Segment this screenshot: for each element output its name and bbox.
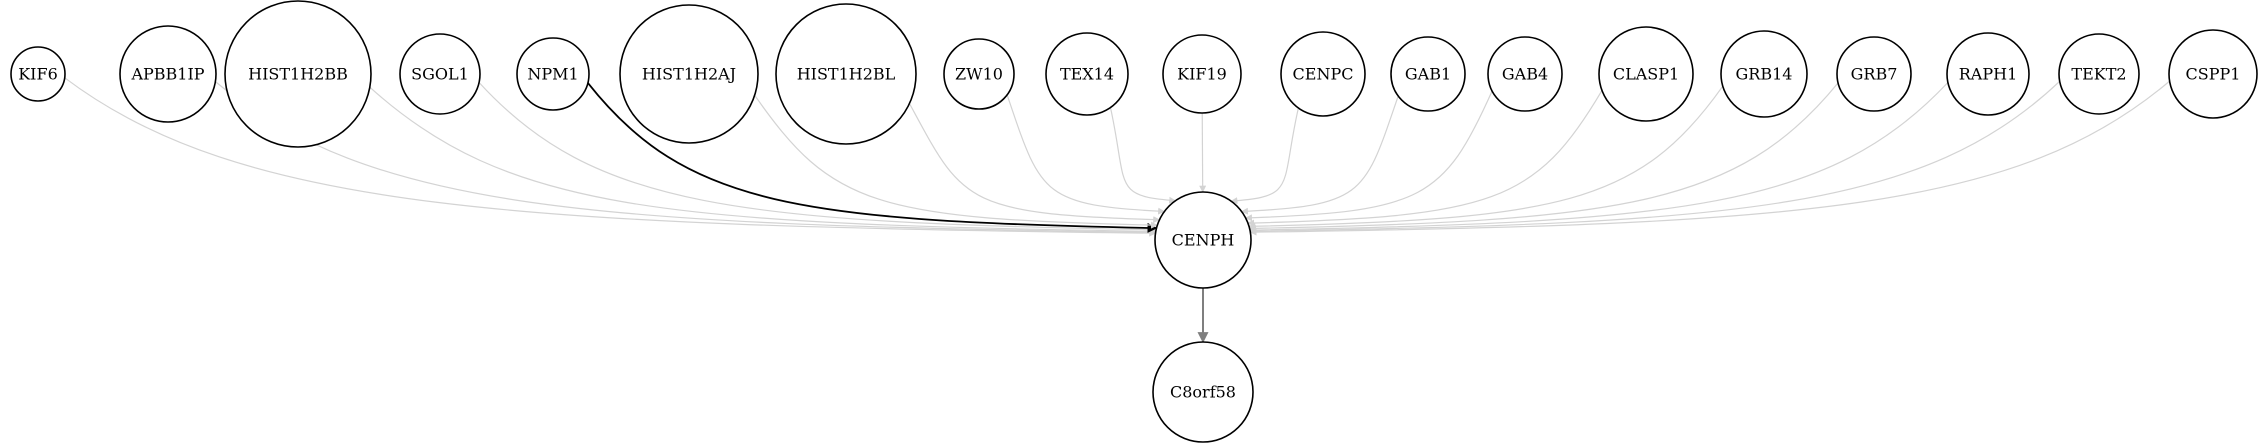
node-cenpc[interactable]: CENPC [1280, 31, 1366, 117]
node-circle [224, 0, 372, 148]
node-raph1[interactable]: RAPH1 [1946, 32, 2030, 116]
edges-layer [64, 77, 2170, 344]
nodes-layer: KIF6 APBB1IP HIST1H2BB SGOL1 NPM1 HIST1H2AJ HI… [10, 0, 2258, 443]
node-label: TEKT2 [2071, 65, 2126, 84]
node-label: HIST1H2BB [248, 65, 348, 84]
node-apbb1ip[interactable]: APBB1IP [119, 25, 217, 123]
node-label: GAB1 [1405, 65, 1451, 84]
node-circle [10, 46, 66, 102]
edge-cspp1-to-cenph [1249, 80, 2170, 236]
node-circle [2168, 29, 2258, 119]
edge-zw10-to-cenph [1006, 94, 1166, 215]
node-grb14[interactable]: GRB14 [1720, 30, 1808, 118]
edge-hist1h2bl-to-cenph [908, 103, 1161, 224]
node-circle [1154, 191, 1252, 289]
node-label: RAPH1 [1959, 65, 2018, 84]
node-label: GRB7 [1851, 65, 1898, 84]
node-kif6[interactable]: KIF6 [10, 46, 66, 102]
node-label: NPM1 [527, 65, 578, 84]
node-grb7[interactable]: GRB7 [1836, 36, 1912, 112]
node-label: CSPP1 [2186, 65, 2241, 84]
node-label: CENPH [1172, 231, 1235, 250]
edge-raph1-to-cenph [1249, 82, 1949, 234]
node-c8orf58[interactable]: C8orf58 [1152, 341, 1254, 443]
node-npm1[interactable]: NPM1 [516, 37, 590, 111]
node-circle [1836, 36, 1912, 112]
node-circle [1162, 34, 1242, 114]
edge-tex14-to-cenph [1109, 107, 1177, 204]
node-label: C8orf58 [1170, 383, 1236, 402]
node-circle [1487, 36, 1563, 112]
node-hist1h2aj[interactable]: HIST1H2AJ [619, 4, 759, 144]
node-circle [943, 38, 1015, 110]
node-tex14[interactable]: TEX14 [1045, 32, 1129, 116]
edge-cenpc-to-cenph [1230, 107, 1299, 205]
edge-tekt2-to-cenph [1249, 80, 2061, 235]
node-circle [619, 4, 759, 144]
node-circle [1045, 32, 1129, 116]
node-label: CLASP1 [1613, 65, 1679, 84]
node-circle [1720, 30, 1808, 118]
edge-npm1-to-cenph [587, 82, 1158, 233]
node-label: HIST1H2AJ [642, 65, 736, 84]
node-sgol1[interactable]: SGOL1 [399, 33, 481, 115]
node-label: KIF19 [1177, 65, 1227, 84]
edge-grb14-to-cenph [1248, 85, 1724, 230]
node-label: HIST1H2BL [797, 65, 896, 84]
node-circle [1598, 26, 1694, 122]
edge-kif6-to-cenph [64, 77, 1157, 237]
node-hist1h2bl[interactable]: HIST1H2BL [775, 3, 917, 145]
node-kif19[interactable]: KIF19 [1162, 34, 1242, 114]
edge-gab4-to-cenph [1244, 90, 1493, 222]
node-circle [399, 33, 481, 115]
node-circle [775, 3, 917, 145]
node-circle [1152, 341, 1254, 443]
node-cenph[interactable]: CENPH [1154, 191, 1252, 289]
node-circle [516, 37, 590, 111]
node-circle [2058, 33, 2140, 115]
edge-sgol1-to-cenph [478, 82, 1157, 234]
node-label: ZW10 [955, 65, 1003, 84]
node-hist1h2bb[interactable]: HIST1H2BB [224, 0, 372, 148]
node-circle [1280, 31, 1366, 117]
edge-grb7-to-cenph [1248, 82, 1839, 232]
node-label: APBB1IP [130, 65, 204, 84]
node-label: GRB14 [1736, 65, 1793, 84]
node-clasp1[interactable]: CLASP1 [1598, 26, 1694, 122]
node-cspp1[interactable]: CSPP1 [2168, 29, 2258, 119]
edge-hist1h2aj-to-cenph [754, 94, 1159, 229]
node-zw10[interactable]: ZW10 [943, 38, 1015, 110]
node-label: GAB4 [1502, 65, 1548, 84]
node-label: CENPC [1293, 65, 1354, 84]
node-tekt2[interactable]: TEKT2 [2058, 33, 2140, 115]
node-label: SGOL1 [411, 65, 469, 84]
node-label: TEX14 [1060, 65, 1114, 84]
node-circle [119, 25, 217, 123]
node-circle [1390, 36, 1466, 112]
node-gab4[interactable]: GAB4 [1487, 36, 1563, 112]
node-label: KIF6 [18, 65, 58, 84]
node-gab1[interactable]: GAB1 [1390, 36, 1466, 112]
edge-gab1-to-cenph [1240, 95, 1399, 215]
node-circle [1946, 32, 2030, 116]
edge-clasp1-to-cenph [1247, 90, 1603, 227]
edge-hist1h2bb-to-cenph [369, 86, 1157, 235]
